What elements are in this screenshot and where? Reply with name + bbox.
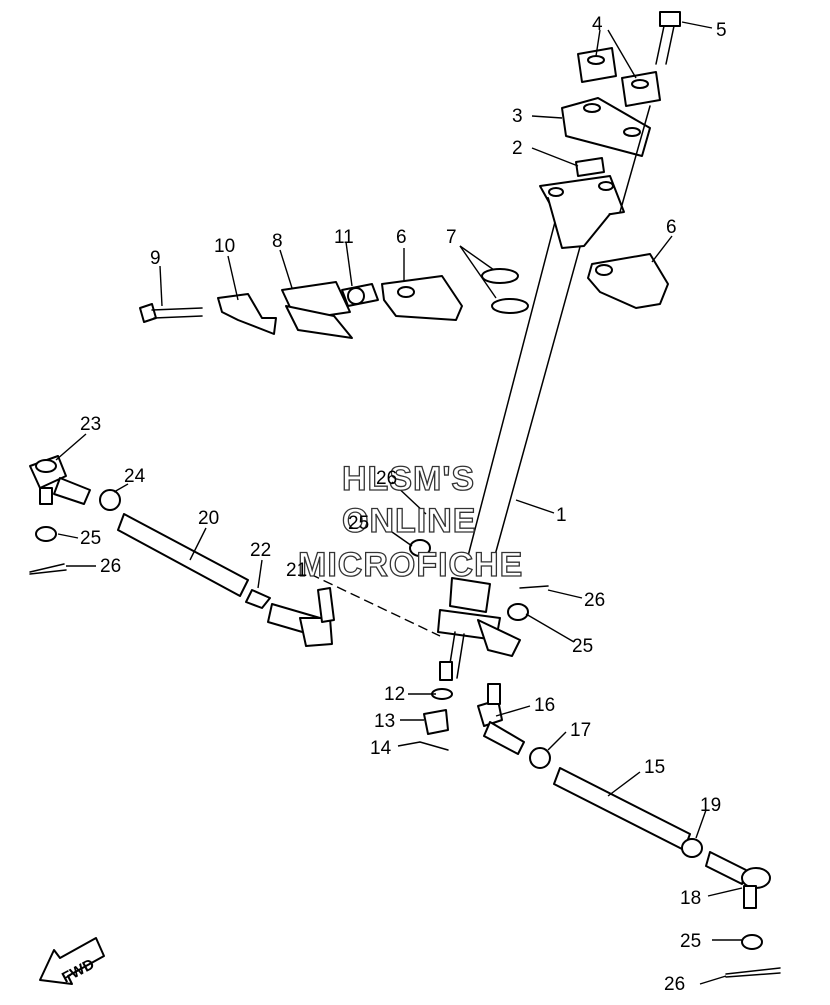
callout-label: 6 (666, 217, 677, 238)
callout-label: 24 (124, 466, 146, 487)
callout-label: 7 (446, 227, 457, 248)
callout-label: 10 (214, 236, 235, 257)
left-tie-rod-assembly (29, 455, 335, 647)
callout-label: 8 (272, 231, 283, 252)
clamp-parts-row (139, 253, 669, 339)
callout-label: 17 (570, 720, 591, 741)
forward-direction-indicator: FWD (39, 937, 105, 987)
watermark: HLSM'S ONLINE MICROFICHE (297, 459, 523, 584)
callout-label: 19 (700, 795, 721, 816)
callout-label: 26 (664, 974, 685, 995)
callout-label: 13 (374, 711, 395, 732)
callout-label: 15 (644, 757, 665, 778)
callout-label: 20 (198, 508, 219, 529)
center-small-parts (409, 539, 549, 751)
watermark-line-3: MICROFICHE (298, 546, 523, 584)
callout-label: 16 (534, 695, 555, 716)
callout-label: 21 (286, 560, 307, 581)
callout-labels: 1 2 3 4 5 6 6 7 8 9 10 11 12 13 14 15 16… (80, 14, 727, 995)
callout-label: 14 (370, 738, 392, 759)
callout-label: 3 (512, 106, 523, 127)
callout-label: 25 (80, 528, 101, 549)
callout-label: 18 (680, 888, 701, 909)
callout-label: 1 (556, 505, 567, 526)
callout-label: 26 (376, 468, 397, 489)
callout-label: 23 (80, 414, 101, 435)
leader-lines (55, 21, 743, 985)
callout-label: 9 (150, 248, 161, 269)
callout-label: 12 (384, 684, 405, 705)
callout-label: 22 (250, 540, 271, 561)
callout-label: 25 (680, 931, 701, 952)
callout-label: 25 (572, 636, 593, 657)
callout-label: 26 (100, 556, 121, 577)
callout-label: 25 (348, 513, 369, 534)
callout-label: 6 (396, 227, 407, 248)
watermark-line-1: HLSM'S (342, 460, 475, 498)
watermark-line-2: ONLINE (342, 502, 476, 540)
callout-label: 2 (512, 138, 523, 159)
right-tie-rod-assembly (477, 683, 781, 978)
top-clamp-assembly (561, 11, 681, 213)
callout-label: 5 (716, 20, 727, 41)
steering-column (437, 175, 625, 681)
callout-label: 11 (334, 227, 354, 248)
callout-label: 26 (584, 590, 605, 611)
forward-arrow-icon (39, 937, 105, 985)
callout-label: 4 (592, 14, 603, 35)
